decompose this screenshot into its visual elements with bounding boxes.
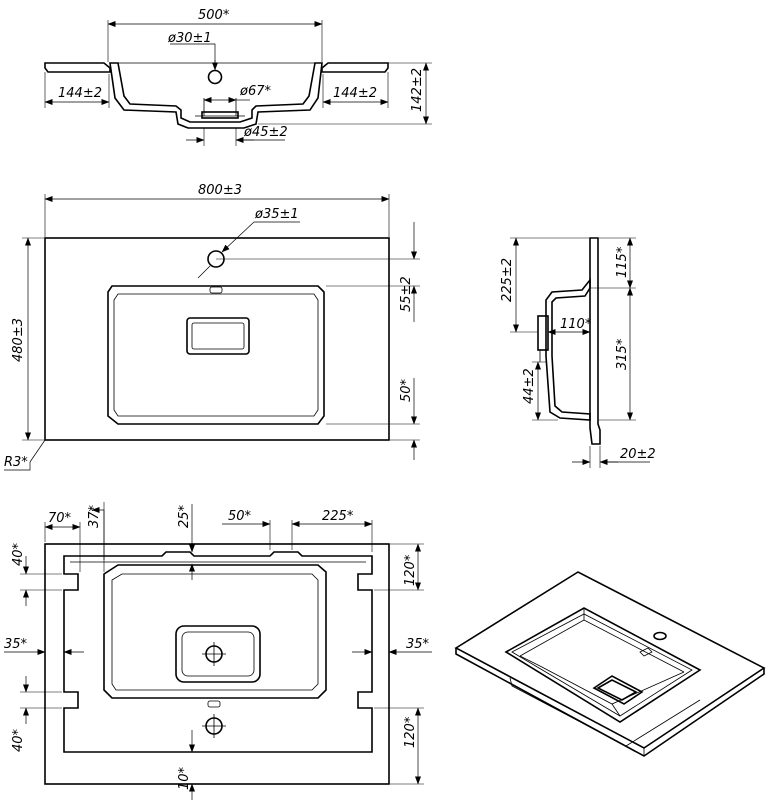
dim-back-height: 115*	[615, 246, 630, 278]
section-view: 500* ø30±1 144±2 ø67* 144±2 142±2 ø45±2	[44, 8, 432, 146]
dim-left-mid: 35*	[4, 637, 28, 652]
dim-right-rim: 144±2	[333, 86, 377, 101]
dim-notch-width: 50*	[228, 509, 252, 524]
dim-bottom-edge: 10*	[177, 766, 192, 790]
dim-plan-width: 800±3	[198, 183, 242, 198]
dim-left-rim: 144±2	[58, 86, 102, 101]
dim-bottom-offset: 44±2	[522, 368, 537, 404]
dim-tap-hole-plan: ø35±1	[254, 207, 299, 222]
dim-center-notch: 25*	[177, 504, 192, 528]
plan-view: 800±3 ø35±1 480±3 R3* 55±2 50*	[4, 183, 420, 471]
dim-left-slot: 70*	[48, 511, 72, 526]
dim-drain-bottom: ø45±2	[243, 125, 288, 140]
dim-drain-offset: 110*	[560, 317, 592, 332]
dim-corner-radius: R3*	[4, 455, 28, 470]
dim-right-mid: 35*	[406, 637, 430, 652]
dim-right-top: 120*	[403, 554, 418, 586]
dim-front-length: 315*	[615, 338, 630, 370]
dim-left-bottom: 40*	[11, 728, 26, 752]
dim-left-top: 40*	[11, 542, 26, 566]
underside-view: 70* 37* 25* 50* 225* 40* 35* 40* 120*	[4, 502, 432, 800]
isometric-view	[454, 571, 766, 757]
dim-bowl-offset-top: 55±2	[399, 276, 414, 312]
dim-right-notch: 225*	[322, 509, 354, 524]
dim-right-bottom: 120*	[403, 716, 418, 748]
dim-slot-gap: 37*	[87, 504, 102, 528]
dim-bowl-depth: 225±2	[500, 258, 515, 302]
side-section-view: 225±2 110* 115* 315* 44±2 20±2	[500, 237, 656, 468]
dim-bowl-offset-bottom: 50*	[399, 378, 414, 402]
dim-plan-depth: 480±3	[11, 318, 26, 362]
dim-tap-hole-top: ø30±1	[167, 31, 212, 46]
dim-height-top: 142±2	[410, 68, 425, 112]
dim-drain-top: ø67*	[239, 84, 271, 99]
dim-overflow-width: 500*	[198, 8, 230, 23]
dim-rim-thickness: 20±2	[620, 447, 656, 462]
